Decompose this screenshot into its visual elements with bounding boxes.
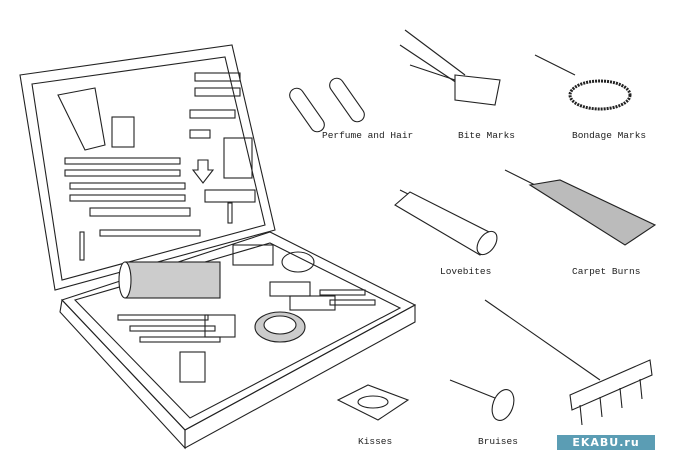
label-bite-marks: Bite Marks: [458, 130, 516, 141]
label-lovebites: Lovebites: [440, 266, 492, 277]
bondage-tool: [534, 54, 632, 111]
perfume-vials: [289, 77, 365, 133]
bite-mark-tool: [399, 29, 501, 106]
label-bruises: Bruises: [478, 436, 518, 447]
watermark: EKABU.ru: [557, 435, 655, 450]
label-perfume-and-hair: Perfume and Hair: [322, 130, 414, 141]
case: [19, 44, 417, 450]
carpet-tool: [504, 169, 657, 246]
lovebites-tool: [394, 189, 498, 256]
label-bondage-marks: Bondage Marks: [572, 130, 647, 141]
label-kisses: Kisses: [358, 436, 393, 447]
scratches-rake: [484, 299, 653, 426]
kisses-tool: [336, 384, 410, 421]
bruises-tool: [449, 379, 515, 421]
label-carpet-burns: Carpet Burns: [572, 266, 641, 277]
